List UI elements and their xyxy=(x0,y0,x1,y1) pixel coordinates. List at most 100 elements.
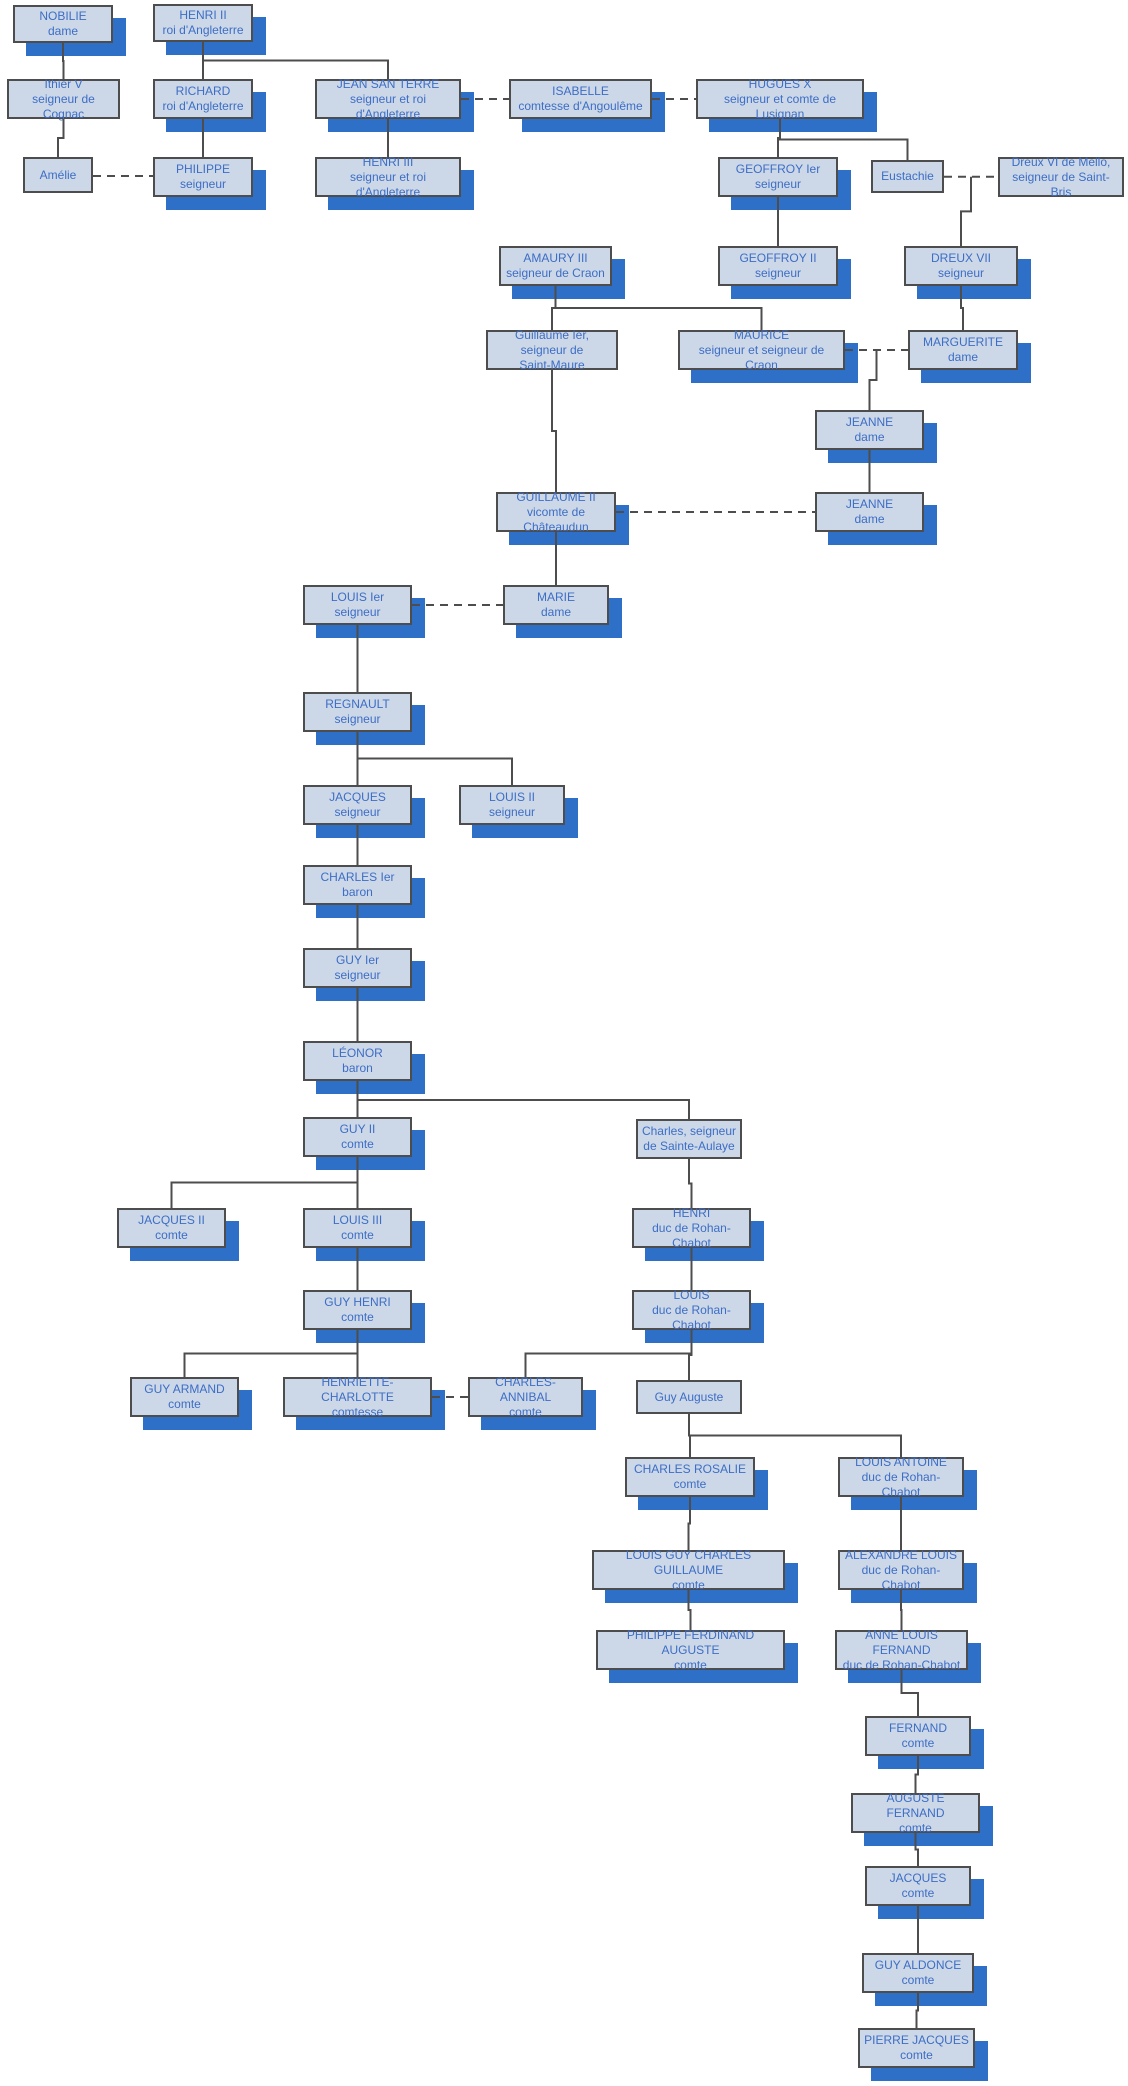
person-title: comte xyxy=(509,1404,542,1419)
person-title: baron xyxy=(342,1061,373,1075)
person-node-eustachie[interactable]: Eustachie xyxy=(871,160,944,193)
person-node-guyauguste[interactable]: Guy Auguste xyxy=(636,1380,742,1414)
person-name: FERNAND xyxy=(888,1721,947,1735)
person-title: comte xyxy=(900,2048,933,2062)
parent-child-line xyxy=(914,1756,919,1793)
person-name: PHILIPPE FERDINAND AUGUSTE xyxy=(626,1627,755,1657)
person-title: de Sainte-Aulaye xyxy=(643,1139,735,1153)
parent-child-line xyxy=(183,1330,359,1377)
person-name: HENRI II xyxy=(179,8,227,22)
person-name: JEAN SAN TERRE xyxy=(336,76,440,91)
person-title: seigneur de Cognac xyxy=(32,91,95,121)
person-name: PHILIPPE xyxy=(175,162,231,176)
person-name: HENRI III xyxy=(362,154,414,169)
parent-child-line xyxy=(62,43,65,79)
person-name: Ithier V xyxy=(44,76,83,91)
person-name: AUGUSTE FERNAND xyxy=(886,1790,945,1820)
person-node-dreux6[interactable]: Dreux VI de Mello,seigneur de Saint-Bris xyxy=(998,155,1124,199)
parent-child-line xyxy=(688,1159,693,1208)
parent-child-line xyxy=(524,1330,693,1377)
parent-child-line xyxy=(688,1414,902,1457)
person-title: baron xyxy=(342,885,373,899)
person-title: seigneur et seigneur de Craon xyxy=(698,342,825,372)
person-node-amelie[interactable]: Amélie xyxy=(23,157,93,193)
person-name: ANNE LOUIS FERNAND xyxy=(865,1627,938,1657)
parent-child-line xyxy=(202,42,389,79)
person-title: seigneur xyxy=(334,605,381,619)
person-title: duc de Rohan-Chabot xyxy=(652,1220,731,1250)
person-title: seigneur de Craon xyxy=(506,266,605,280)
parent-child-line xyxy=(687,1590,692,1630)
person-name: GUY ARMAND xyxy=(144,1382,225,1396)
person-name: NOBILIE xyxy=(39,9,87,23)
person-name: Guillaume Ier, seigneur de xyxy=(514,327,590,357)
person-title: seigneur xyxy=(488,805,536,819)
person-name: MARGUERITE xyxy=(922,335,1003,349)
person-title: roi d'Angleterre xyxy=(162,99,244,113)
person-title: dame xyxy=(854,512,885,526)
parent-child-line xyxy=(779,119,909,160)
person-name: LOUIS ANTOINE xyxy=(855,1454,947,1469)
person-title: comtesse xyxy=(331,1404,384,1419)
person-title: seigneur de Saint-Bris xyxy=(1012,169,1110,199)
person-name: JACQUES xyxy=(889,1871,947,1885)
person-title: comte xyxy=(341,1228,374,1242)
person-name: Amélie xyxy=(39,167,77,182)
person-name: GEOFFROY II xyxy=(739,251,817,265)
person-title: seigneur xyxy=(334,805,381,819)
person-title: comte xyxy=(341,1137,374,1151)
person-name: CHARLES-ANNIBAL xyxy=(495,1374,556,1404)
person-name: CHARLES ROSALIE xyxy=(633,1462,747,1476)
person-title: comte xyxy=(901,1886,935,1900)
